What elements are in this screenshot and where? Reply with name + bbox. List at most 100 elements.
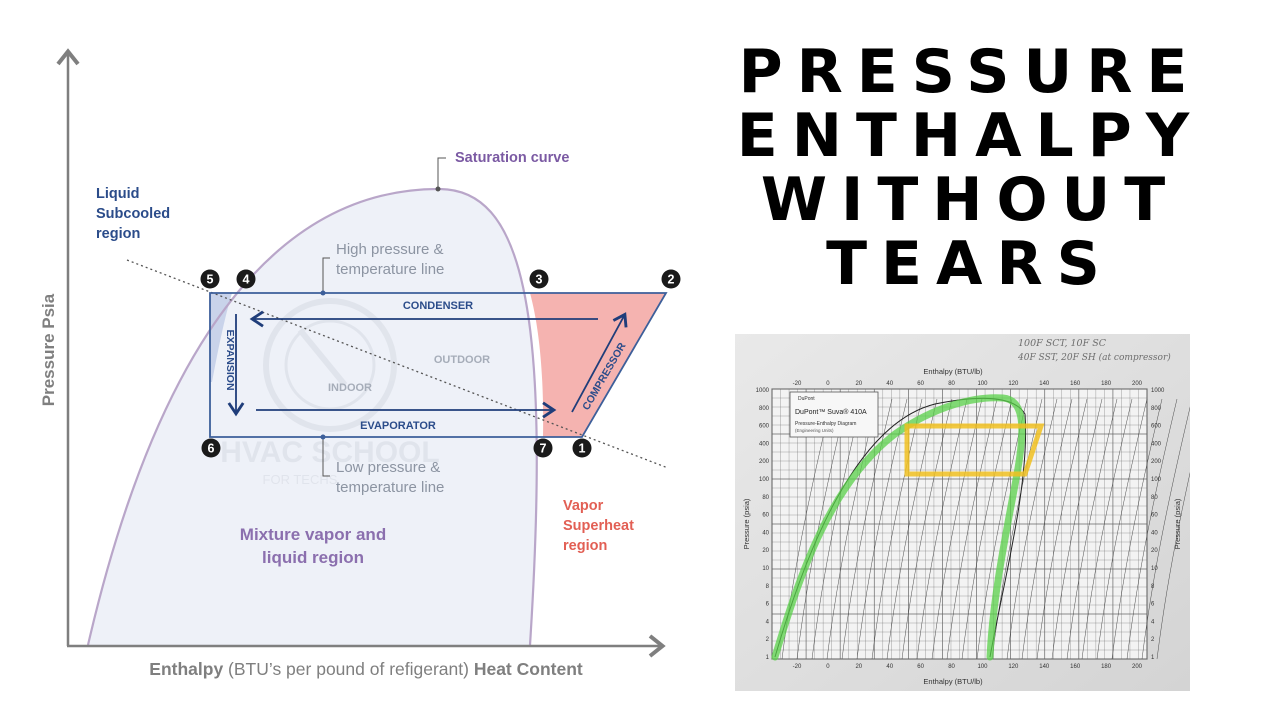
photo-yticks-right-label: 1000 <box>1151 388 1165 394</box>
photo-xticks-top-label: 100 <box>977 381 988 387</box>
handwritten-note-line2: 40F SST, 20F SH (at compressor) <box>1017 352 1171 363</box>
y-axis-label: Pressure Psia <box>39 293 58 406</box>
point-marker-5: 5 <box>200 269 220 289</box>
saturation-curve <box>86 187 538 646</box>
photo-yticks-right-label: 200 <box>1151 459 1162 465</box>
photo-xticks-top-label: 40 <box>886 381 893 387</box>
mixture-region-fill <box>88 188 537 645</box>
photo-xticks-top-label: 120 <box>1008 381 1019 387</box>
photo-xticks-top-label: 20 <box>855 381 862 387</box>
low-line-leader <box>322 437 330 477</box>
svg-text:1: 1 <box>579 442 586 456</box>
low-line-label-line2: temperature line <box>336 479 444 496</box>
photo-yticks-left-label: 600 <box>759 424 770 430</box>
condenser-label: CONDENSER <box>403 300 473 312</box>
photo-xticks-top-label: 200 <box>1132 381 1143 387</box>
photo-yticks-right-label: 4 <box>1151 619 1155 625</box>
photo-xticks-bottom-label: 100 <box>977 664 988 670</box>
photo-yticks-left-label: 200 <box>759 459 770 465</box>
photo-yticks-left-label: 6 <box>766 602 770 608</box>
photo-yticks-left-label: 100 <box>759 477 770 483</box>
photo-xticks-bottom-label: 140 <box>1039 664 1050 670</box>
high-line-dot <box>320 290 326 296</box>
photo-xticks-bottom-label: 0 <box>826 664 830 670</box>
svg-text:3: 3 <box>536 273 543 287</box>
photo-yticks-right-label: 100 <box>1151 477 1162 483</box>
photo-legend-box <box>789 391 879 438</box>
point-marker-1: 1 <box>572 438 592 458</box>
photo-chart-subtitle: Pressure-Enthalpy Diagram <box>795 421 856 427</box>
photo-yticks-left-label: 1 <box>766 655 770 661</box>
photo-xticks-bottom-label: 40 <box>886 664 893 670</box>
x-axis-label-bold-2: Heat Content <box>474 659 583 679</box>
watermark-subtext: FOR TECHS <box>263 472 338 487</box>
svg-text:7: 7 <box>540 442 547 456</box>
photo-xticks-top-label: 60 <box>917 381 924 387</box>
photo-units-note: (Engineering Units) <box>795 428 834 433</box>
low-line-dot <box>320 434 326 440</box>
photo-yticks-right-label: 600 <box>1151 424 1162 430</box>
svg-text:2: 2 <box>668 273 675 287</box>
x-axis-label-bold-1: Enthalpy <box>149 659 223 679</box>
photo-yticks-left-label: 60 <box>762 513 769 519</box>
vapor-label-line2: Superheat <box>563 518 634 534</box>
photo-xticks-top-label: 180 <box>1101 381 1112 387</box>
photo-yticks-right-label: 6 <box>1151 602 1155 608</box>
pressure-enthalpy-diagram: HVAC SCHOOL FOR TECHS Saturation curve L… <box>39 48 681 679</box>
photo-xticks-top-label: 140 <box>1039 381 1050 387</box>
x-axis-label: Enthalpy (BTU’s per pound of refigerant)… <box>149 659 583 679</box>
photo-xticks-bottom-label: 80 <box>948 664 955 670</box>
liquid-label-line1: Liquid <box>96 186 140 202</box>
photo-xticks-bottom-label: 200 <box>1132 664 1143 670</box>
left-axis-label: Pressure (psia) <box>742 498 751 549</box>
title-line-4: TEARS <box>826 229 1114 299</box>
photo-yticks-right-label: 60 <box>1151 513 1158 519</box>
photo-yticks-right-label: 40 <box>1151 530 1158 536</box>
photo-yticks-left-label: 4 <box>766 619 770 625</box>
svg-text:5: 5 <box>207 273 214 287</box>
point-marker-6: 6 <box>201 438 221 458</box>
photo-yticks-right-label: 10 <box>1151 566 1158 572</box>
dupont-logo: DuPont <box>798 396 815 402</box>
liquid-label-line2: Subcooled <box>96 206 170 222</box>
photo-xticks-top-label: 80 <box>948 381 955 387</box>
photo-yticks-left-label: 80 <box>762 495 769 501</box>
photo-yticks-left-label: 40 <box>762 530 769 536</box>
evaporator-label: EVAPORATOR <box>360 420 436 432</box>
high-line-leader <box>322 257 330 293</box>
low-line-label-line1: Low pressure & <box>336 459 440 476</box>
photo-yticks-left-label: 1000 <box>756 388 770 394</box>
photo-top-ticks: -20 0 20 40 60 80 100 120 140 160 180 200 <box>793 381 1143 387</box>
compressor-arrow <box>571 312 628 413</box>
photo-yticks-right-label: 1 <box>1151 655 1155 661</box>
mixture-label-line1: Mixture vapor and <box>240 525 386 544</box>
vapor-label-line3: region <box>563 538 607 554</box>
photo-xticks-top-label: 0 <box>826 381 830 387</box>
photo-green-dome-highlight <box>771 394 1026 661</box>
svg-text:4: 4 <box>243 273 250 287</box>
photo-xticks-top-label: 160 <box>1070 381 1081 387</box>
photo-yticks-right-label: 400 <box>1151 441 1162 447</box>
point-marker-3: 3 <box>529 269 549 289</box>
indoor-label: INDOOR <box>328 382 372 394</box>
photo-xticks-top-label: -20 <box>793 381 802 387</box>
photo-yticks-left-label: 8 <box>766 584 770 590</box>
x-axis-label-mid: (BTU’s per pound of refigerant) <box>223 659 474 679</box>
photo-xticks-bottom-label: 180 <box>1101 664 1112 670</box>
liquid-label-line3: region <box>96 226 140 242</box>
photo-xticks-bottom-label: 20 <box>855 664 862 670</box>
photo-yticks-right-label: 8 <box>1151 584 1155 590</box>
photo-yticks-right-label: 2 <box>1151 637 1155 643</box>
subcooled-fill <box>210 293 232 382</box>
photo-yticks-left-label: 800 <box>759 406 770 412</box>
outdoor-label: OUTDOOR <box>434 354 490 366</box>
bottom-axis-label: Enthalpy (BTU/lb) <box>923 677 983 686</box>
photo-yticks-left-label: 10 <box>762 566 769 572</box>
refrigeration-cycle <box>209 292 668 438</box>
handwritten-note-line1: 100F SCT, 10F SC <box>1018 338 1107 349</box>
point-marker-2: 2 <box>661 269 681 289</box>
photo-yticks-right-label: 20 <box>1151 548 1158 554</box>
saturation-peak-dot <box>435 186 441 192</box>
photo-yticks-left-label: 2 <box>766 637 770 643</box>
